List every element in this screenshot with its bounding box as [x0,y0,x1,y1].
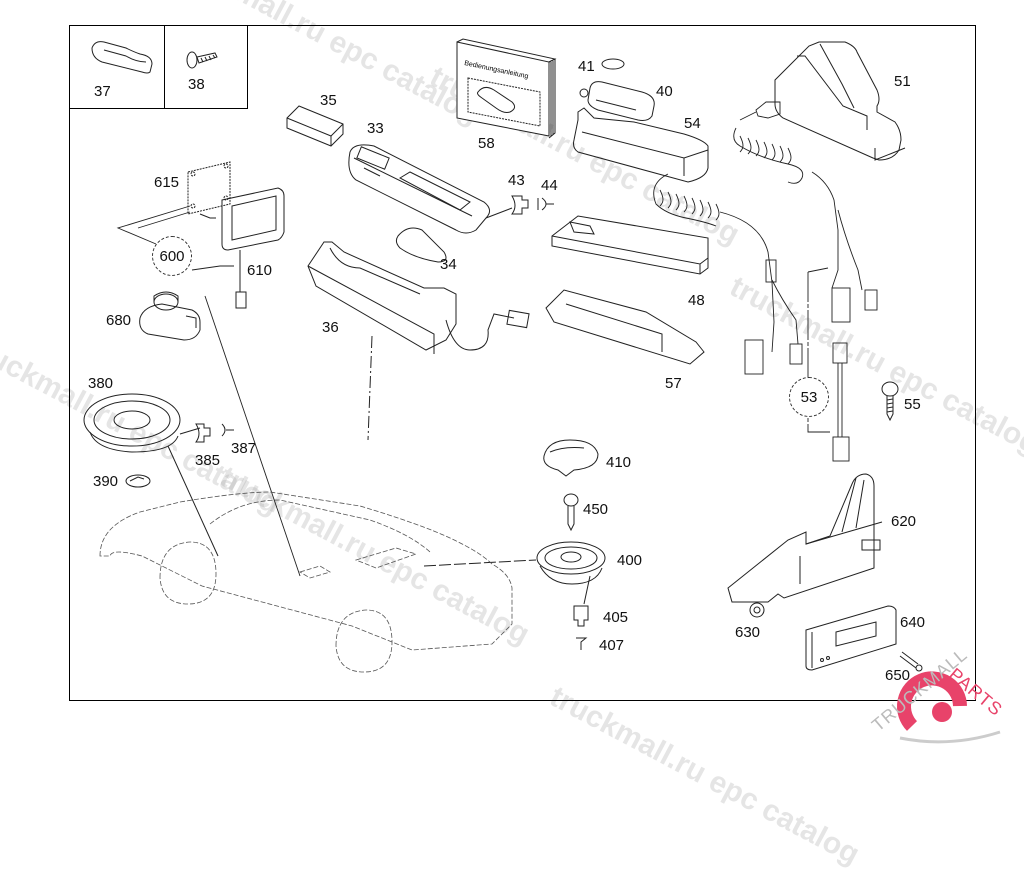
part-610-display-icon[interactable] [199,187,285,309]
inset-box-38 [164,25,248,109]
part-51-cord-icon[interactable] [733,101,863,291]
callout-33[interactable]: 33 [367,120,384,137]
part-380-speaker-icon[interactable] [83,393,219,557]
callout-380[interactable]: 380 [88,375,114,392]
part-650-screw-icon[interactable] [899,651,923,672]
part-640-unit-icon[interactable] [805,605,897,671]
callout-51[interactable]: 51 [894,73,911,90]
callout-37[interactable]: 37 [94,83,111,100]
part-57-plate-icon[interactable] [545,289,705,365]
part-37-cover-cap-icon[interactable] [91,41,153,74]
part-34-cover-icon[interactable] [395,227,447,263]
part-44-terminal-icon[interactable] [537,197,554,211]
part-38-screw-icon[interactable] [186,51,218,69]
part-405-connector-icon[interactable] [573,605,589,627]
part-615-plate-icon[interactable] [187,161,231,215]
part-48-adapter-icon[interactable] [551,215,709,275]
callout-407[interactable]: 407 [599,637,625,654]
callout-58[interactable]: 58 [478,135,495,152]
truckmall-logo [897,671,1001,744]
callout-650[interactable]: 650 [885,667,911,684]
callout-36[interactable]: 36 [322,319,339,336]
callout-620[interactable]: 620 [891,513,917,530]
callout-38[interactable]: 38 [188,76,205,93]
part-54-cradle-icon[interactable] [573,107,709,183]
callout-640[interactable]: 640 [900,614,926,631]
part-33-handset-icon[interactable] [348,144,490,234]
part-410-cover-icon[interactable] [543,439,599,477]
part-53-harness-icon[interactable] [807,267,850,462]
callout-43[interactable]: 43 [508,172,525,189]
part-35-battery-icon[interactable] [286,105,344,147]
callout-610[interactable]: 610 [247,262,273,279]
part-54-cord-icon[interactable] [653,173,878,375]
parts-diagram [83,38,1001,744]
callout-55[interactable]: 55 [904,396,921,413]
part-450-screw-icon[interactable] [563,493,579,532]
callout-450[interactable]: 450 [583,501,609,518]
callout-680[interactable]: 680 [106,312,132,329]
part-51-holder-icon[interactable] [774,41,906,161]
callout-48[interactable]: 48 [688,292,705,309]
part-43-connector-icon[interactable] [485,195,529,219]
inset-box-37 [69,25,165,109]
callout-410[interactable]: 410 [606,454,632,471]
part-387-terminal-icon[interactable] [221,423,234,437]
part-680-controller-icon[interactable] [139,291,201,341]
callout-630[interactable]: 630 [735,624,761,641]
part-58-manual-icon[interactable] [456,38,557,139]
callout-44[interactable]: 44 [541,177,558,194]
part-385-connector-icon[interactable] [195,423,211,443]
callout-34[interactable]: 34 [440,256,457,273]
callout-35[interactable]: 35 [320,92,337,109]
part-620-bracket-icon[interactable] [727,473,883,603]
callout-385[interactable]: 385 [195,452,221,469]
part-400-speaker-icon[interactable] [423,541,606,605]
callout-53[interactable]: 53 [789,377,829,417]
callout-400[interactable]: 400 [617,552,643,569]
callout-600[interactable]: 600 [152,236,192,276]
part-36-cradle-icon[interactable] [307,241,530,441]
callout-387[interactable]: 387 [231,440,257,457]
part-407-terminal-icon[interactable] [576,637,588,650]
part-390-grommet-icon[interactable] [125,474,151,488]
part-600-leaders [116,205,301,577]
part-41-cap-icon[interactable] [601,58,625,70]
callout-390[interactable]: 390 [93,473,119,490]
part-630-nut-icon[interactable] [749,602,765,618]
vehicle-outline [99,491,513,673]
callout-54[interactable]: 54 [684,115,701,132]
callout-40[interactable]: 40 [656,83,673,100]
callout-57[interactable]: 57 [665,375,682,392]
diagram-frame [69,25,976,701]
callout-405[interactable]: 405 [603,609,629,626]
part-40-phone-icon[interactable] [579,81,655,121]
callout-41[interactable]: 41 [578,58,595,75]
callout-615[interactable]: 615 [154,174,180,191]
part-55-screw-icon[interactable] [881,381,899,422]
